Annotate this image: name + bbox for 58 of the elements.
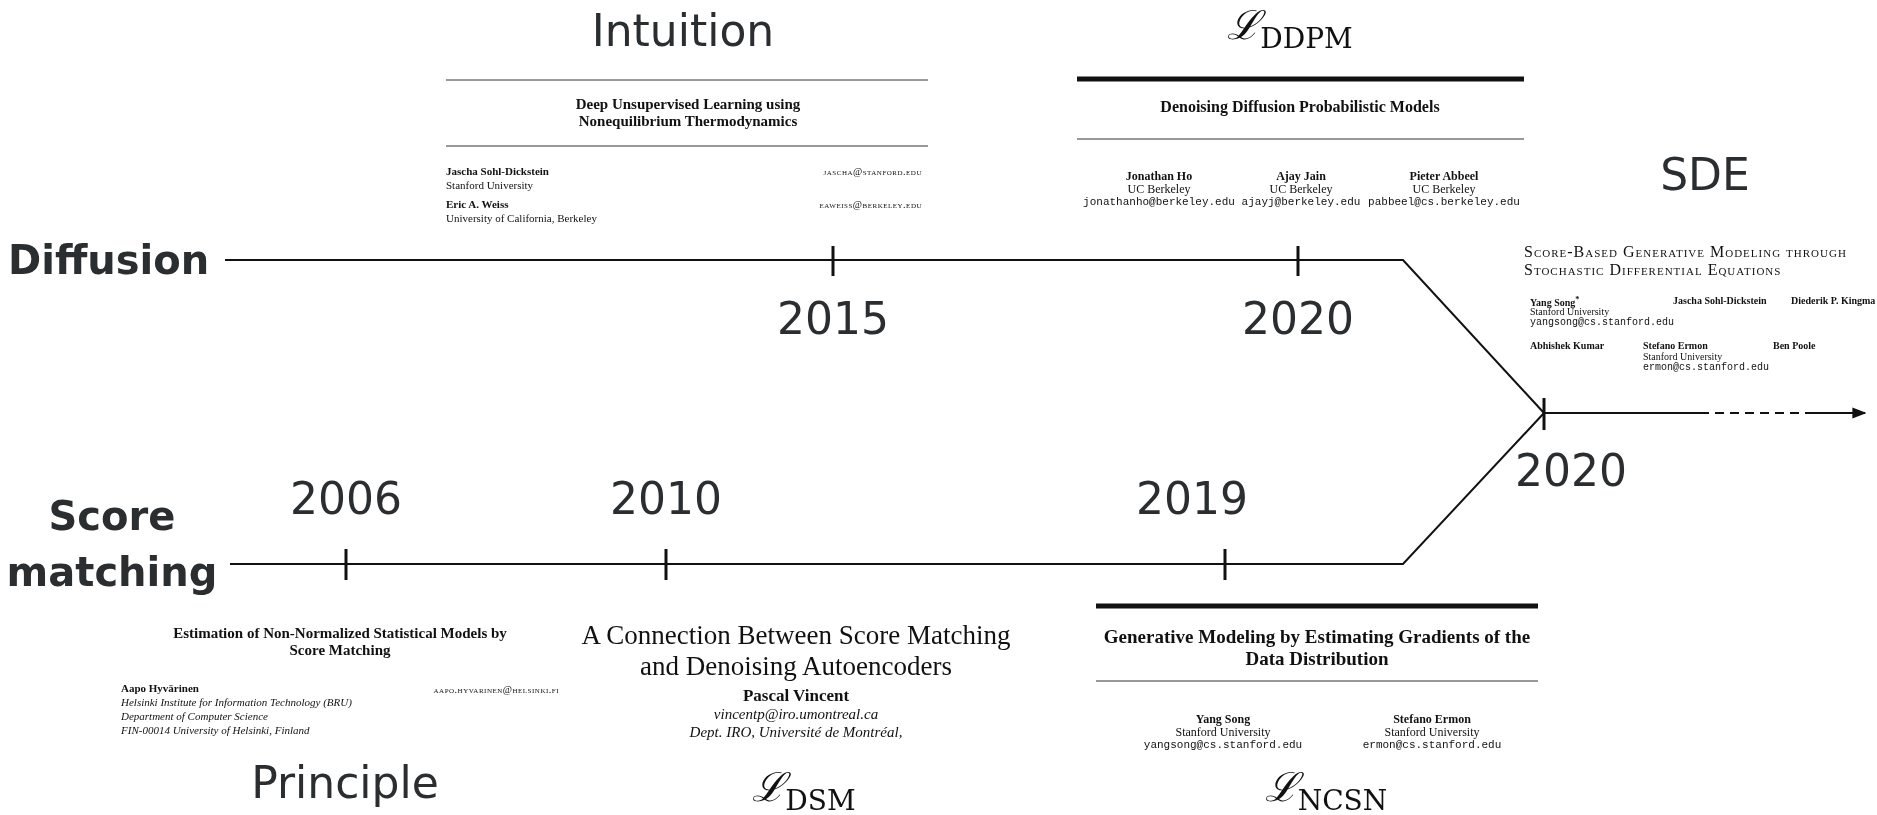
author-affiliation: Stanford University [446,179,534,192]
author-name: Yang Song$^{*}$ [1530,295,1580,309]
author-name: Pieter Abbeel [1409,170,1479,184]
row-heading: Diffusion [8,236,210,285]
paper-title: Estimation of Non-Normalized Statistical Models by Score Matching [172,625,508,660]
section-heading: SDE [1660,150,1750,201]
author-name: Diederik P. Kingma [1791,295,1876,307]
author-name: Stefano Ermon [1393,713,1471,727]
paper-title: Score-Based Generative Modeling through Stochastic Differential Equations [1524,243,1848,280]
author-email: ajayj@berkeley.edu [1241,196,1361,209]
author-affiliation: UC Berkeley [1412,183,1476,197]
author-affiliation: Stanford University [1643,351,1723,363]
year-label: 2010 [610,474,722,525]
loss-formula: ℒ$_{DSM}$ [752,764,856,815]
paper-title: A Connection Between Score Matching and Denoising Autoencoders [581,620,1011,683]
paper-title: Generative Modeling by Estimating Gradients of the Data Distribution [1102,626,1532,670]
author-email: ermon@cs.stanford.edu [1362,739,1502,752]
author-affiliation: Stanford University [1175,726,1271,740]
author-affiliation: Department of Computer Science [121,710,268,723]
author-email: aapo.hyvarinen@helsinki.fi [433,684,559,696]
year-label: 2020 [1242,294,1354,345]
author-email: jonathanho@berkeley.edu [1083,196,1235,209]
section-heading: Principle [251,758,439,809]
row-heading: Score matching [5,492,219,597]
author-affiliation: UC Berkeley [1127,183,1191,197]
paper-title: Deep Unsupervised Learning using Nonequilibrium Thermodynamics [574,96,802,131]
author-affiliation: Dept. IRO, Université de Montréal, [689,724,903,742]
author-affiliation: Helsinki Institute for Information Technology (BRU) [121,696,352,709]
author-email: yangsong@cs.stanford.edu [1143,739,1303,752]
author-name: Eric A. Weiss [446,198,509,211]
loss-formula: ℒ$_{NCSN}$ [1264,764,1388,815]
author-affiliation: University of California, Berkeley [446,212,597,225]
author-email: jascha@stanford.edu [823,166,922,178]
section-heading: Intuition [591,6,775,57]
author-affiliation: UC Berkeley [1269,183,1333,197]
author-email: yangsong@cs.stanford.edu [1530,317,1675,329]
year-label: 2015 [777,294,889,345]
author-name: Yang Song [1195,713,1251,727]
author-name: Jascha Sohl-Dickstein [1673,295,1767,307]
author-name: Abhishek Kumar [1530,340,1605,352]
author-name: Pascal Vincent [742,686,850,706]
author-name: Jascha Sohl-Dickstein [446,165,549,178]
year-label: 2006 [290,474,402,525]
author-email: eaweiss@berkeley.edu [819,199,922,211]
author-name: Aapo Hyvärinen [121,682,199,695]
author-name: Ben Poole [1773,340,1816,352]
year-label: 2020 [1515,446,1627,497]
author-affiliation: FIN-00014 University of Helsinki, Finland [121,724,310,737]
author-name: Jonathan Ho [1125,170,1193,184]
author-name: Ajay Jain [1276,170,1326,184]
author-email: ermon@cs.stanford.edu [1643,362,1770,374]
author-name: Stefano Ermon [1643,340,1708,352]
author-email: pabbeel@cs.berkeley.edu [1368,196,1520,209]
loss-formula: ℒ$_{DDPM}$ [1227,2,1353,56]
year-label: 2019 [1136,474,1248,525]
author-email: vincentp@iro.umontreal.ca [713,706,879,724]
paper-title: Denoising Diffusion Probabilistic Models [1159,98,1441,117]
author-affiliation: Stanford University [1384,726,1480,740]
